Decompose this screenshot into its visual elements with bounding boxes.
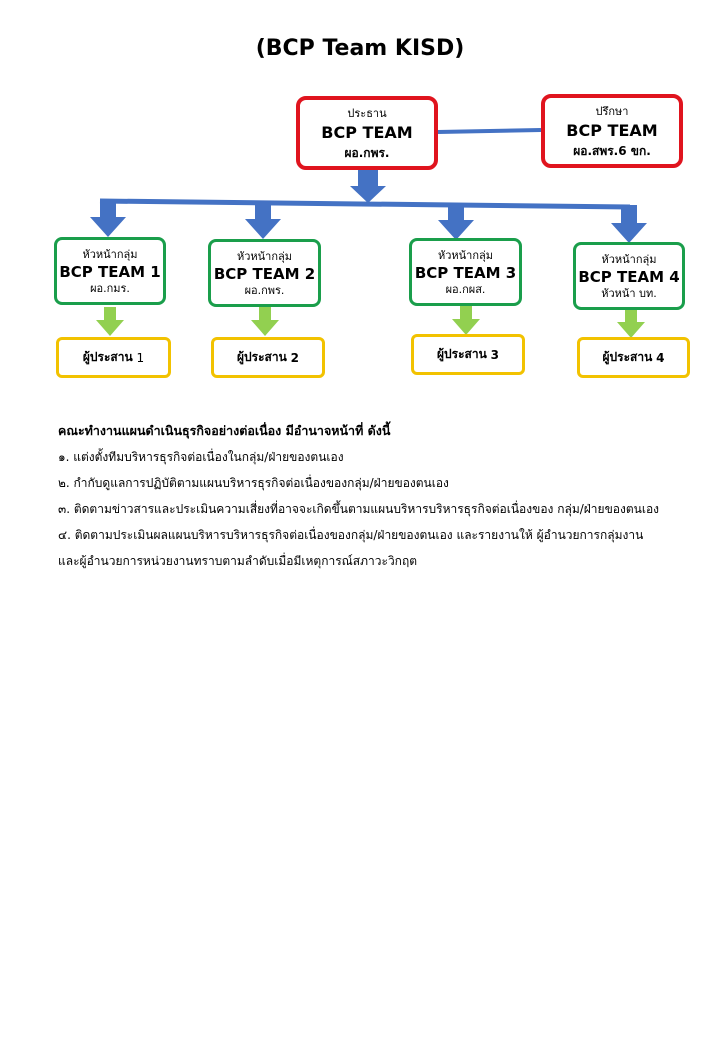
advisor-team: BCP TEAM xyxy=(566,120,658,140)
chair-team: BCP TEAM xyxy=(321,122,413,142)
coord-3-arrow xyxy=(452,306,480,335)
coordinator-number: 2 xyxy=(290,350,299,365)
advisor-unit: ผอ.สพร.6 ขก. xyxy=(573,143,651,158)
coordinator-box: ผู้ประสาน 1 xyxy=(56,337,171,378)
duty-item: ๓. ติดตามข่าวสารและประเมินความเสี่ยงที่อ… xyxy=(58,502,660,516)
group-head-unit: ผอ.กมร. xyxy=(90,281,130,295)
group-1-arrow xyxy=(90,201,126,237)
advisor-connector-line xyxy=(437,128,542,134)
chair-role: ประธาน xyxy=(347,106,387,120)
chair-box: ประธาน BCP TEAM ผอ.กพร. xyxy=(296,96,438,170)
group-head-role: หัวหน้ากลุ่ม xyxy=(437,248,494,262)
advisor-role: ปรึกษา xyxy=(595,104,629,118)
coordinator-label: ผู้ประสาน xyxy=(82,350,133,364)
coordinator-number: 1 xyxy=(136,350,145,365)
group-head-role: หัวหน้ากลุ่ม xyxy=(236,249,293,263)
group-head-team: BCP TEAM 3 xyxy=(414,263,517,282)
group-head-team: BCP TEAM 2 xyxy=(213,264,316,283)
coordinator-number: 3 xyxy=(490,347,499,362)
group-head-box: หัวหน้ากลุ่ม BCP TEAM 2 ผอ.กพร. xyxy=(208,239,321,307)
page-title: (BCP Team KISD) xyxy=(255,36,465,61)
group-head-unit: ผอ.กผส. xyxy=(445,282,486,296)
group-head-box: หัวหน้ากลุ่ม BCP TEAM 4 หัวหน้า บท. xyxy=(573,242,685,310)
coordinator-label: ผู้ประสาน xyxy=(437,347,487,361)
group-head-role: หัวหน้ากลุ่ม xyxy=(82,247,138,261)
group-2-arrow xyxy=(245,202,281,239)
coordinator-box: ผู้ประสาน 4 xyxy=(577,337,690,378)
group-head-team: BCP TEAM 1 xyxy=(59,262,161,281)
coord-1-arrow xyxy=(96,307,124,336)
group-head-unit: หัวหน้า บท. xyxy=(601,286,657,300)
coord-2-arrow xyxy=(251,307,279,336)
coordinator-number: 4 xyxy=(656,350,665,365)
chair-down-arrow xyxy=(350,168,386,203)
advisor-box: ปรึกษา BCP TEAM ผอ.สพร.6 ขก. xyxy=(541,94,683,168)
coordinator-box: ผู้ประสาน 2 xyxy=(211,337,325,378)
group-head-box: หัวหน้ากลุ่ม BCP TEAM 1 ผอ.กมร. xyxy=(54,237,166,305)
chair-unit: ผอ.กพร. xyxy=(344,145,390,160)
coordinator-label: ผู้ประสาน xyxy=(237,350,287,364)
group-4-arrow xyxy=(611,205,647,243)
coord-4-arrow xyxy=(617,309,645,338)
group-head-role: หัวหน้ากลุ่ม xyxy=(601,252,657,266)
coordinator-label: ผู้ประสาน xyxy=(602,350,653,364)
duties-section: คณะทำงานแผนดำเนินธุรกิจอย่างต่อเนื่อง มี… xyxy=(58,418,662,574)
duty-item: ๑. แต่งตั้งทีมบริหารธุรกิจต่อเนื่องในกลุ… xyxy=(58,450,344,464)
group-head-unit: ผอ.กพร. xyxy=(244,283,285,297)
group-3-arrow xyxy=(438,204,474,240)
duties-heading: คณะทำงานแผนดำเนินธุรกิจอย่างต่อเนื่อง มี… xyxy=(58,423,391,438)
duty-item: ๔. ติดตามประเมินผลแผนบริหารบริหารธุรกิจต… xyxy=(58,528,644,568)
coordinator-box: ผู้ประสาน 3 xyxy=(411,334,525,375)
group-head-team: BCP TEAM 4 xyxy=(578,267,680,286)
duty-item: ๒. กำกับดูแลการปฏิบัติตามแผนบริหารธุรกิจ… xyxy=(58,476,449,490)
group-head-box: หัวหน้ากลุ่ม BCP TEAM 3 ผอ.กผส. xyxy=(409,238,522,306)
branch-bar xyxy=(99,198,631,210)
